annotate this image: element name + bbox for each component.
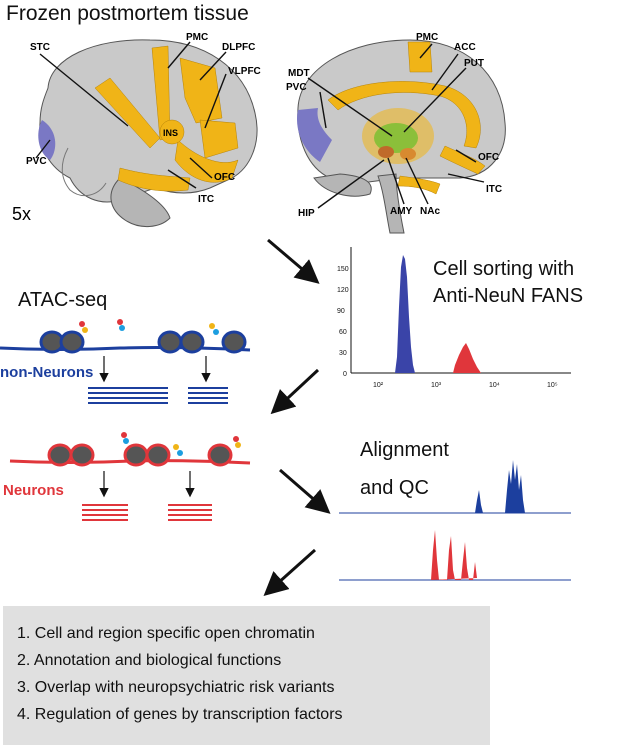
label-pmc: PMC [186,32,208,43]
result-item: 1. Cell and region specific open chromat… [17,625,315,642]
multiplier-label: 5x [12,204,31,224]
result-item: 3. Overlap with neuropsychiatric risk va… [17,679,335,696]
cell-sorting-title-line1: Cell sorting with [433,258,575,280]
label-vlpfc: VLPFC [228,66,261,77]
neuron-reads [82,504,212,521]
label-itc: ITC [486,184,502,195]
lateral-leader-lines [35,41,227,189]
label-nac: NAc [420,206,440,217]
label-ins: INS [163,128,178,138]
lateral-brain-illustration: STC PMC DLPFC VLPFC INS PVC OFC ITC 5x [12,32,261,227]
label-stc: STC [30,42,50,53]
fans-histogram: 150 120 90 60 30 0 10² 10³ 10⁴ 10⁵ [337,247,571,389]
lateral-region-labels: STC PMC DLPFC VLPFC INS PVC OFC ITC [26,32,261,205]
y-tick: 120 [337,287,349,294]
y-tick: 150 [337,266,349,273]
medial-brain-illustration: PMC ACC MDT PUT PVC OFC ITC HIP AMY NAc [286,32,506,234]
non-neuron-track [475,460,525,513]
non-neuron-peak [395,255,415,373]
arrow-to-alignment [279,468,331,514]
arrow-to-results [263,548,316,596]
medial-leader-lines [307,43,485,209]
label-put: PUT [464,58,484,69]
histogram-x-ticks: 10² 10³ 10⁴ 10⁵ [373,382,558,389]
results-box: 1. Cell and region specific open chromat… [3,606,490,745]
x-tick: 10² [373,382,384,389]
label-itc: ITC [198,194,214,205]
arrow-to-atac [270,368,320,415]
brainstem [377,173,405,234]
y-tick: 30 [339,350,347,357]
alignment-title-line2: and QC [360,477,429,499]
alignment-tracks [339,460,571,581]
label-mdt: MDT [288,68,310,79]
label-ofc: OFC [478,152,499,163]
label-pmc: PMC [416,32,438,43]
label-acc: ACC [454,42,476,53]
x-tick: 10⁵ [547,382,558,389]
label-hip: HIP [298,208,315,219]
nac-region [400,148,416,160]
y-tick: 0 [343,371,347,378]
amy-region [378,146,394,158]
histogram-y-ticks: 150 120 90 60 30 0 [337,266,349,378]
label-ofc: OFC [214,172,235,183]
neuron-chromatin [9,432,251,521]
result-item: 4. Regulation of genes by transcription … [17,706,343,723]
x-tick: 10³ [431,382,442,389]
label-pvc: PVC [286,82,307,93]
medial-region-labels: PMC ACC MDT PUT PVC OFC ITC HIP AMY NAc [286,32,502,219]
non-neuron-reads [88,387,228,404]
neuron-peak [453,343,481,373]
label-amy: AMY [390,206,413,217]
label-pvc: PVC [26,156,47,167]
figure-title: Frozen postmortem tissue [6,2,249,25]
label-dlpfc: DLPFC [222,42,255,53]
medial-pvc-region [296,108,332,162]
atac-seq-title: ATAC-seq [18,289,108,311]
neurons-label: Neurons [3,482,64,499]
non-neuron-chromatin [0,319,251,404]
cell-sorting-title-line2: Anti-NeuN FANS [433,285,584,307]
alignment-title-line1: Alignment [360,439,449,461]
x-tick: 10⁴ [489,382,500,389]
y-tick: 60 [339,329,347,336]
result-item: 2. Annotation and biological functions [17,652,282,669]
transposase-icons [79,319,219,335]
y-tick: 90 [337,308,345,315]
non-neurons-label: non-Neurons [0,364,94,381]
neuron-track [431,530,477,580]
lateral-regions [94,45,239,192]
arrow-to-sorting [267,238,320,284]
